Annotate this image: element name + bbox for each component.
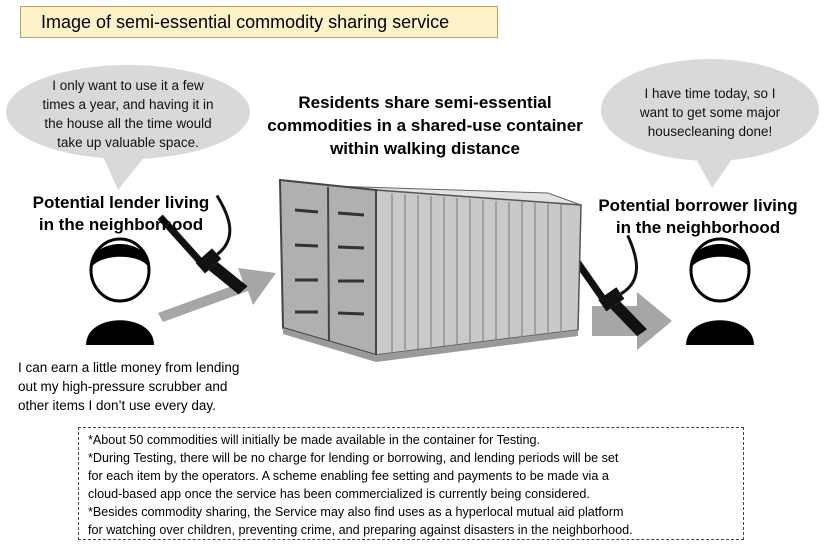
note-line: for each item by the operators. A scheme… — [88, 469, 609, 483]
person-icon — [86, 237, 154, 345]
person-icon — [686, 237, 754, 345]
text-line: other items I don’t use every day. — [18, 398, 216, 413]
text-line: Residents share semi-essential — [298, 93, 552, 112]
text-line: take up valuable space. — [57, 135, 199, 150]
pressure-washer-icon — [157, 194, 248, 295]
lender-heading: Potential lender living in the neighborh… — [8, 192, 234, 236]
arrow-icon — [158, 268, 276, 322]
note-line: cloud-based app once the service has bee… — [88, 487, 590, 501]
pressure-washer-icon — [565, 234, 647, 337]
note-line: *During Testing, there will be no charge… — [88, 451, 619, 465]
shipping-container-icon — [278, 178, 582, 362]
borrower-heading: Potential borrower living in the neighbo… — [577, 195, 819, 239]
note-line: for watching over children, preventing c… — [88, 523, 633, 537]
lender-bubble-text: I only want to use it a few times a year… — [18, 76, 238, 152]
text-line: commodities in a shared-use container — [267, 116, 583, 135]
notes-box: *About 50 commodities will initially be … — [78, 427, 744, 540]
text-line: the house all the time would — [44, 116, 212, 131]
text-line: housecleaning done! — [647, 124, 773, 139]
lender-note: I can earn a little money from lending o… — [18, 358, 288, 415]
diagram-title: Image of semi-essential commodity sharin… — [20, 6, 498, 38]
text-line: I have time today, so I — [644, 86, 776, 101]
text-line: in the neighborhood — [38, 215, 204, 234]
text-line: I only want to use it a few — [52, 78, 204, 93]
borrower-bubble-text: I have time today, so I want to get some… — [612, 84, 808, 141]
lender-speech-bubble — [6, 65, 250, 190]
text-line: times a year, and having it in — [42, 97, 214, 112]
note-line: *About 50 commodities will initially be … — [88, 433, 540, 447]
text-line: Potential lender living — [32, 193, 210, 212]
text-line: in the neighborhood — [615, 218, 781, 237]
text-line: Potential borrower living — [598, 196, 798, 215]
text-line: out my high-pressure scrubber and — [18, 379, 228, 394]
note-line: *Besides commodity sharing, the Service … — [88, 505, 624, 519]
text-line: I can earn a little money from lending — [18, 360, 240, 375]
center-heading: Residents share semi-essential commoditi… — [240, 91, 610, 160]
text-line: want to get some major — [639, 105, 781, 120]
text-line: within walking distance — [330, 139, 520, 158]
borrower-speech-bubble — [601, 59, 819, 188]
